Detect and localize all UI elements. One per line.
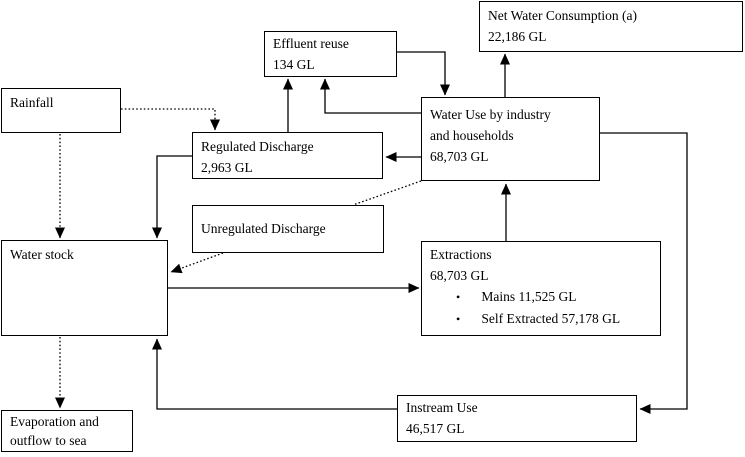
node-water-stock: Water stock (1, 240, 168, 336)
node-instream-use: Instream Use 46,517 GL (397, 395, 637, 442)
node-net-water-consumption-value: 22,186 GL (488, 29, 547, 44)
node-water-stock-label: Water stock (10, 247, 74, 262)
connector-water-use-to-effluent-reuse (320, 78, 421, 114)
connector-rainfall-to-regulated-discharge (121, 108, 220, 131)
node-net-water-consumption-title: Net Water Consumption (a) (488, 8, 638, 23)
node-net-water-consumption: Net Water Consumption (a) 22,186 GL (479, 1, 743, 52)
node-evaporation-line1: Evaporation and (10, 414, 99, 429)
connector-regulated-discharge-to-water-stock (152, 155, 192, 239)
node-effluent-reuse-value: 134 GL (273, 57, 315, 72)
node-effluent-reuse: Effluent reuse 134 GL (264, 31, 397, 77)
node-extractions: Extractions 68,703 GL • Mains 11,525 GL … (421, 241, 661, 336)
node-water-use-value: 68,703 GL (430, 149, 489, 164)
node-rainfall: Rainfall (1, 88, 121, 133)
node-instream-use-value: 46,517 GL (406, 421, 465, 436)
extractions-bullet-item: • Mains 11,525 GL (430, 286, 652, 308)
extractions-bullet-mains: Mains 11,525 GL (481, 289, 577, 304)
node-extractions-value: 68,703 GL (430, 268, 489, 283)
connector-effluent-reuse-to-water-use (397, 51, 450, 96)
bullet-icon: • (456, 312, 461, 326)
node-instream-use-title: Instream Use (406, 400, 478, 415)
extractions-bullet-item: • Self Extracted 57,178 GL (430, 308, 652, 330)
node-unregulated-discharge-title: Unregulated Discharge (201, 221, 326, 236)
node-evaporation: Evaporation and outflow to sea (1, 410, 133, 452)
connector-unregulated-discharge-to-water-stock (170, 252, 224, 274)
node-regulated-discharge-title: Regulated Discharge (201, 139, 314, 154)
connector-instream-use-to-water-stock (152, 338, 397, 410)
node-rainfall-label: Rainfall (10, 95, 54, 110)
node-unregulated-discharge: Unregulated Discharge (192, 205, 384, 253)
extractions-bullet-self-extracted: Self Extracted 57,178 GL (481, 311, 621, 326)
node-regulated-discharge-value: 2,963 GL (201, 160, 253, 175)
connector-water-use-to-instream-use (600, 132, 688, 414)
node-water-use-title-line2: and households (430, 128, 514, 143)
bullet-icon: • (456, 290, 461, 304)
node-regulated-discharge: Regulated Discharge 2,963 GL (192, 132, 383, 179)
node-evaporation-line2: outflow to sea (10, 433, 87, 448)
node-water-use: Water Use by industry and households 68,… (421, 97, 600, 181)
node-effluent-reuse-title: Effluent reuse (273, 36, 349, 51)
node-water-use-title-line1: Water Use by industry (430, 107, 551, 122)
connector-water-use-to-unregulated-discharge (352, 180, 422, 206)
node-extractions-title: Extractions (430, 247, 492, 262)
